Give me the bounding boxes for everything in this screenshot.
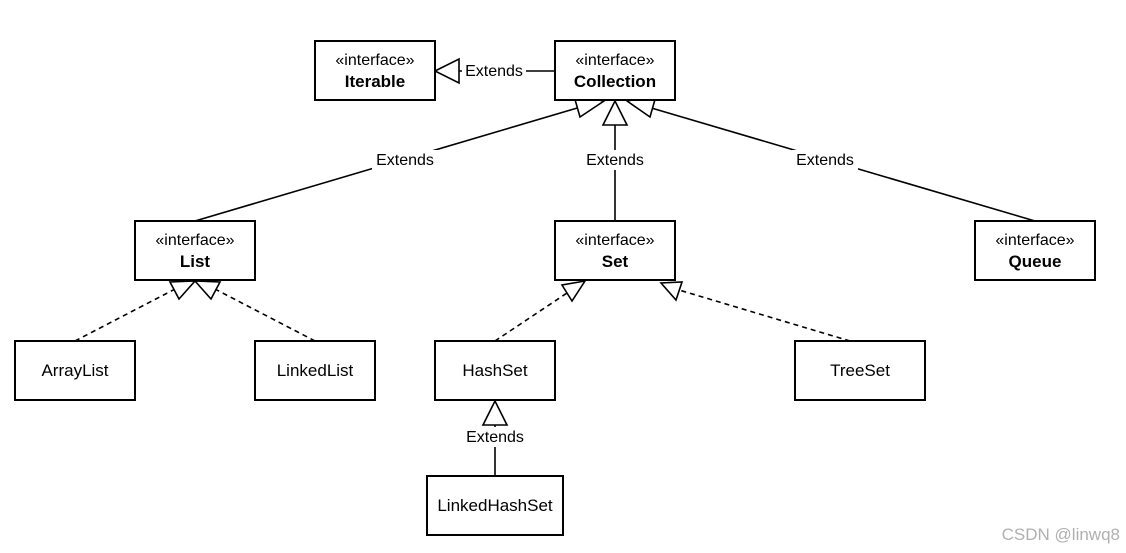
realization-arrowhead xyxy=(168,280,197,301)
realization-arrowhead xyxy=(659,281,684,302)
node-queue: «interface» Queue xyxy=(974,220,1096,281)
node-list: «interface» List xyxy=(134,220,256,281)
class-name: LinkedList xyxy=(277,361,354,380)
class-name: HashSet xyxy=(462,361,527,380)
inheritance-arrowhead xyxy=(433,57,460,85)
edge-label: Extends xyxy=(586,152,644,169)
edge-label: Extends xyxy=(465,63,523,80)
node-hashset: HashSet xyxy=(434,340,556,401)
edge-linkedlist-implements-list xyxy=(193,280,316,342)
node-linkedlist: LinkedList xyxy=(254,340,376,401)
edge-queue-extends-collection: Extends xyxy=(624,94,1036,222)
node-linkedhashset: LinkedHashSet xyxy=(426,475,564,536)
edge-list-extends-collection: Extends xyxy=(194,95,607,222)
node-iterable: «interface» Iterable xyxy=(314,40,436,101)
class-name: Queue xyxy=(1009,252,1062,271)
node-arraylist: ArrayList xyxy=(14,340,136,401)
node-collection: «interface» Collection xyxy=(554,40,676,101)
class-name: Iterable xyxy=(345,72,405,91)
edge-set-extends-collection: Extends xyxy=(582,99,648,221)
realization-arrowhead xyxy=(193,280,222,301)
stereotype-label: «interface» xyxy=(995,232,1074,249)
realization-arrowhead xyxy=(560,279,587,303)
class-name: ArrayList xyxy=(41,361,108,380)
class-name: List xyxy=(180,252,211,271)
edge-linkedhashset-extends-hashset: Extends xyxy=(462,399,528,476)
node-set: «interface» Set xyxy=(554,220,676,281)
edge-arraylist-implements-list xyxy=(74,280,197,342)
watermark: CSDN @linwq8 xyxy=(1002,525,1120,544)
stereotype-label: «interface» xyxy=(575,52,654,69)
class-name: LinkedHashSet xyxy=(437,496,553,515)
inheritance-arrowhead xyxy=(601,99,629,126)
stereotype-label: «interface» xyxy=(155,232,234,249)
stereotype-label: «interface» xyxy=(575,232,654,249)
edge-label: Extends xyxy=(376,152,434,169)
edge-label: Extends xyxy=(466,429,524,446)
edge-collection-extends-iterable: Extends xyxy=(433,57,555,85)
inheritance-arrowhead xyxy=(481,399,509,426)
node-treeset: TreeSet xyxy=(794,340,926,401)
class-name: Set xyxy=(602,252,629,271)
edge-hashset-implements-set xyxy=(494,279,587,342)
edge-treeset-implements-set xyxy=(659,281,851,342)
edge-label: Extends xyxy=(796,152,854,169)
stereotype-label: «interface» xyxy=(335,52,414,69)
class-name: TreeSet xyxy=(830,361,890,380)
class-name: Collection xyxy=(574,72,656,91)
